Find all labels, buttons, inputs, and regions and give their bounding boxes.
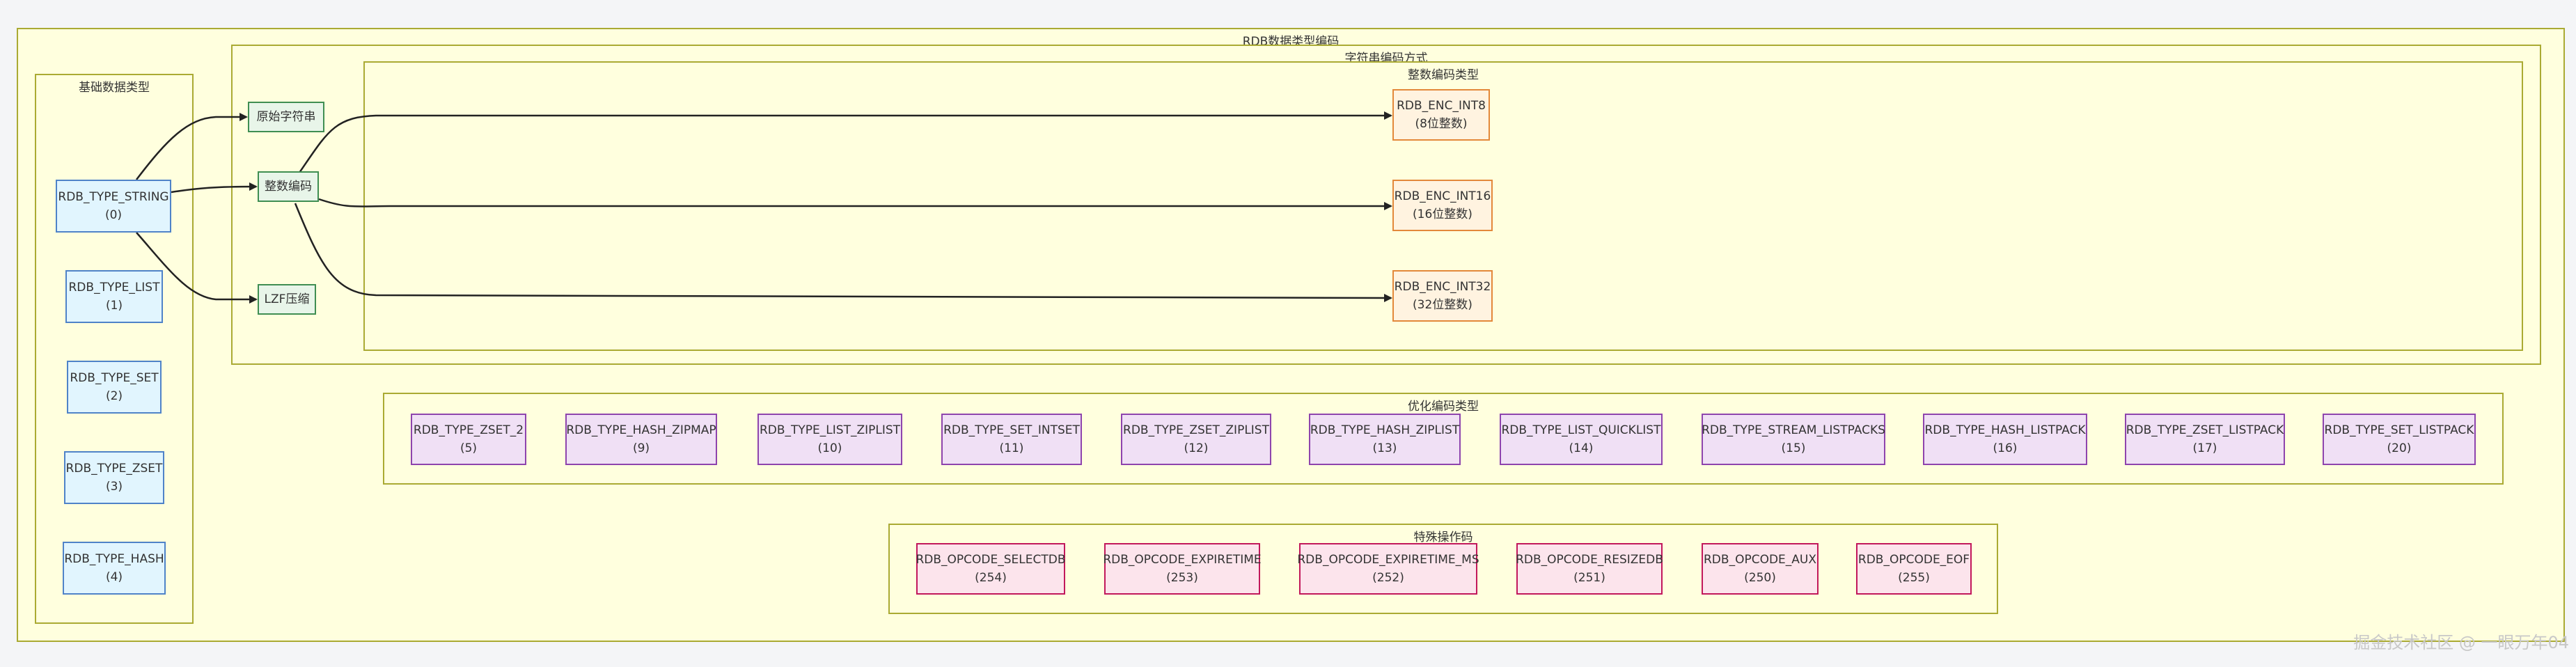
node-code: (252) [1372,571,1404,585]
node-rdb-type-zset-ziplist: RDB_TYPE_ZSET_ZIPLIST (12) [1121,414,1271,465]
node-rdb-type-hash-zipmap: RDB_TYPE_HASH_ZIPMAP (9) [565,414,717,465]
node-label: 整数编码 [265,180,312,194]
node-code: (1) [105,299,123,313]
node-label: RDB_TYPE_STREAM_LISTPACKS [1702,423,1885,437]
node-code: (253) [1166,571,1198,585]
cluster-title: 整数编码类型 [1408,68,1479,82]
watermark: 掘金技术社区 @ 一眼万年04 [2353,633,2569,652]
node-code: (254) [975,571,1007,585]
node-code: (17) [2192,441,2217,455]
node-rdb-type-set-intset: RDB_TYPE_SET_INTSET (11) [941,414,1082,465]
node-rdb-type-set-listpack: RDB_TYPE_SET_LISTPACK (20) [2323,414,2476,465]
node-rdb-type-hash-ziplist: RDB_TYPE_HASH_ZIPLIST (13) [1309,414,1461,465]
node-label: RDB_TYPE_LIST_QUICKLIST [1501,423,1661,437]
node-label: RDB_ENC_INT32 [1394,280,1491,294]
node-code: (5) [460,441,478,455]
node-label: RDB_ENC_INT16 [1394,189,1491,203]
node-label: RDB_TYPE_ZSET_ZIPLIST [1123,423,1269,437]
node-code: (10) [817,441,842,455]
cluster-title: 优化编码类型 [1408,400,1479,414]
node-code: (0) [104,208,123,222]
node-label: RDB_TYPE_ZSET_2 [413,423,524,437]
node-rdb-type-zset: RDB_TYPE_ZSET (3) [64,451,164,504]
node-raw-string: 原始字符串 [248,102,324,132]
node-label: RDB_TYPE_LIST_ZIPLIST [759,423,901,437]
node-code: (3) [105,480,123,494]
node-label: RDB_TYPE_SET [70,371,159,385]
edge-int-to-int8 [298,111,1392,173]
node-label: RDB_TYPE_HASH_ZIPMAP [566,423,716,437]
node-code: (4) [105,570,123,584]
node-label: RDB_TYPE_HASH_ZIPLIST [1310,423,1460,437]
cluster-title: 基础数据类型 [79,81,150,95]
node-rdb-type-set: RDB_TYPE_SET (2) [67,361,162,414]
node-code: (15) [1781,441,1806,455]
node-rdb-enc-int16: RDB_ENC_INT16 (16位整数) [1392,180,1493,231]
node-label: RDB_OPCODE_RESIZEDB [1516,553,1663,567]
node-rdb-opcode-expiretime-ms: RDB_OPCODE_EXPIRETIME_MS (252) [1297,543,1479,595]
node-label: RDB_TYPE_ZSET_LISTPACK [2126,423,2284,437]
node-rdb-type-zset-listpack: RDB_TYPE_ZSET_LISTPACK (17) [2125,414,2285,465]
node-rdb-type-hash: RDB_TYPE_HASH (4) [63,542,166,595]
node-rdb-opcode-eof: RDB_OPCODE_EOF (255) [1856,543,1972,595]
node-int-encoding: 整数编码 [258,171,319,202]
node-label: RDB_OPCODE_EOF [1858,553,1970,567]
node-label: 原始字符串 [256,110,316,124]
node-rdb-opcode-resizedb: RDB_OPCODE_RESIZEDB (251) [1516,543,1663,595]
node-desc: (8位整数) [1415,117,1468,131]
node-rdb-enc-int32: RDB_ENC_INT32 (32位整数) [1392,270,1493,322]
node-label: RDB_ENC_INT8 [1397,99,1486,113]
node-desc: (16位整数) [1413,207,1472,221]
node-code: (11) [999,441,1024,455]
node-code: (20) [2387,441,2412,455]
edge-string-to-raw [136,113,248,180]
node-code: (9) [632,441,650,455]
node-code: (13) [1372,441,1397,455]
node-rdb-type-hash-listpack: RDB_TYPE_HASH_LISTPACK (16) [1923,414,2087,465]
edge-int-to-int16 [318,198,1392,210]
node-code: (16) [1993,441,2018,455]
node-label: RDB_TYPE_HASH_LISTPACK [1924,423,2086,437]
node-label: LZF压缩 [264,292,310,306]
node-rdb-opcode-aux: RDB_OPCODE_AUX (250) [1702,543,1819,595]
node-label: RDB_TYPE_LIST [68,281,160,295]
node-rdb-type-list-quicklist: RDB_TYPE_LIST_QUICKLIST (14) [1500,414,1663,465]
node-code: (14) [1569,441,1594,455]
edge-string-to-int [171,182,258,194]
edge-string-to-lzf [136,232,258,304]
node-label: RDB_TYPE_SET_INTSET [943,423,1080,437]
cluster-basic-types: 基础数据类型 [35,74,194,624]
node-rdb-type-zset-2: RDB_TYPE_ZSET_2 (5) [411,414,526,465]
node-rdb-opcode-selectdb: RDB_OPCODE_SELECTDB (254) [916,543,1066,595]
node-label: RDB_TYPE_SET_LISTPACK [2324,423,2474,437]
node-rdb-type-string: RDB_TYPE_STRING (0) [56,180,171,233]
node-label: RDB_TYPE_HASH [64,552,164,566]
node-code: (12) [1184,441,1209,455]
node-rdb-enc-int8: RDB_ENC_INT8 (8位整数) [1392,89,1490,141]
node-rdb-type-stream-listpacks: RDB_TYPE_STREAM_LISTPACKS (15) [1702,414,1885,465]
node-rdb-type-list-ziplist: RDB_TYPE_LIST_ZIPLIST (10) [757,414,902,465]
cluster-title: 特殊操作码 [1413,531,1473,544]
node-code: (251) [1573,571,1605,585]
node-lzf-compression: LZF压缩 [258,284,316,315]
node-code: (255) [1898,571,1930,585]
edge-int-to-int32 [294,203,1392,302]
node-label: RDB_OPCODE_SELECTDB [916,553,1066,567]
node-label: RDB_OPCODE_EXPIRETIME [1103,553,1262,567]
node-rdb-opcode-expiretime: RDB_OPCODE_EXPIRETIME (253) [1103,543,1262,595]
node-label: RDB_TYPE_STRING [58,190,169,204]
node-code: (250) [1744,571,1776,585]
node-rdb-type-list: RDB_TYPE_LIST (1) [65,270,163,323]
node-label: RDB_OPCODE_AUX [1704,553,1816,567]
node-label: RDB_OPCODE_EXPIRETIME_MS [1297,553,1479,567]
node-code: (2) [105,389,123,403]
node-desc: (32位整数) [1413,298,1472,312]
node-label: RDB_TYPE_ZSET [65,462,163,476]
